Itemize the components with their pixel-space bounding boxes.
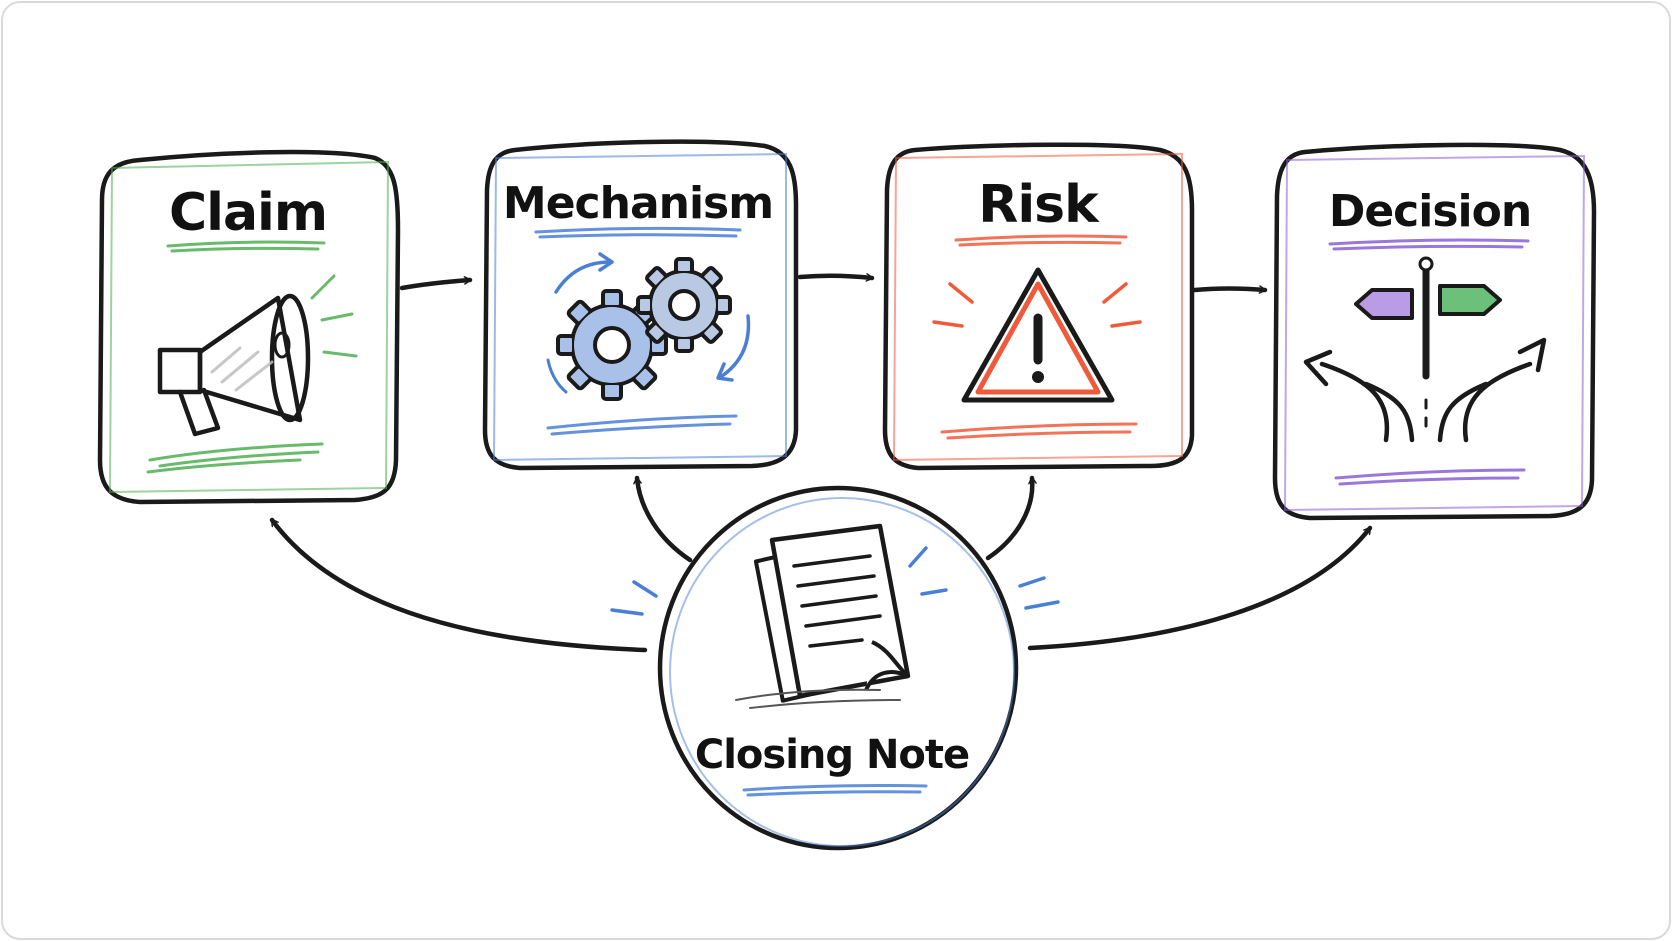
- decision-title: Decision: [1329, 186, 1531, 237]
- node-decision[interactable]: Decision: [1272, 142, 1597, 521]
- gears-icon: [546, 252, 751, 401]
- decision-scribble: [1334, 468, 1526, 486]
- edge-mechanism-risk: [797, 273, 875, 282]
- edge-claim-mechanism: [399, 276, 473, 291]
- megaphone-icon: [157, 274, 358, 437]
- claim-scribble: [146, 442, 324, 474]
- mechanism-scribble: [546, 414, 738, 436]
- mechanism-title: Mechanism: [503, 178, 773, 229]
- edge-note-decision: [1027, 525, 1373, 651]
- closing-note-title: Closing Note: [695, 732, 969, 778]
- claim-box-tint: [108, 160, 390, 494]
- decision-box-tint: [1283, 154, 1586, 512]
- closing-note-underline: [742, 784, 928, 797]
- claim-box: [97, 149, 401, 505]
- decision-box: [1272, 142, 1597, 521]
- node-closing-note[interactable]: Closing Note: [610, 485, 1060, 851]
- edge-risk-decision: [1192, 285, 1268, 294]
- closing-note-circle-tint: [669, 497, 1015, 847]
- node-mechanism[interactable]: Mechanism: [482, 139, 799, 471]
- risk-title: Risk: [978, 175, 1100, 235]
- decision-underline: [1328, 238, 1530, 251]
- claim-underline: [166, 240, 326, 253]
- node-claim[interactable]: Claim: [97, 149, 401, 505]
- edge-note-claim: [269, 517, 648, 653]
- risk-scribble: [940, 422, 1138, 440]
- warning-icon: [932, 267, 1142, 403]
- edge-note-mechanism: [633, 475, 693, 563]
- edges: [269, 273, 1373, 653]
- mechanism-underline: [534, 226, 742, 239]
- document-icon: [610, 523, 1060, 709]
- claim-title: Claim: [169, 183, 327, 243]
- signpost-icon: [1303, 256, 1547, 443]
- edge-note-risk: [985, 475, 1037, 561]
- risk-box-tint: [892, 152, 1183, 462]
- mechanism-box-tint: [492, 152, 787, 462]
- node-risk[interactable]: Risk: [882, 142, 1195, 471]
- risk-underline: [954, 234, 1128, 247]
